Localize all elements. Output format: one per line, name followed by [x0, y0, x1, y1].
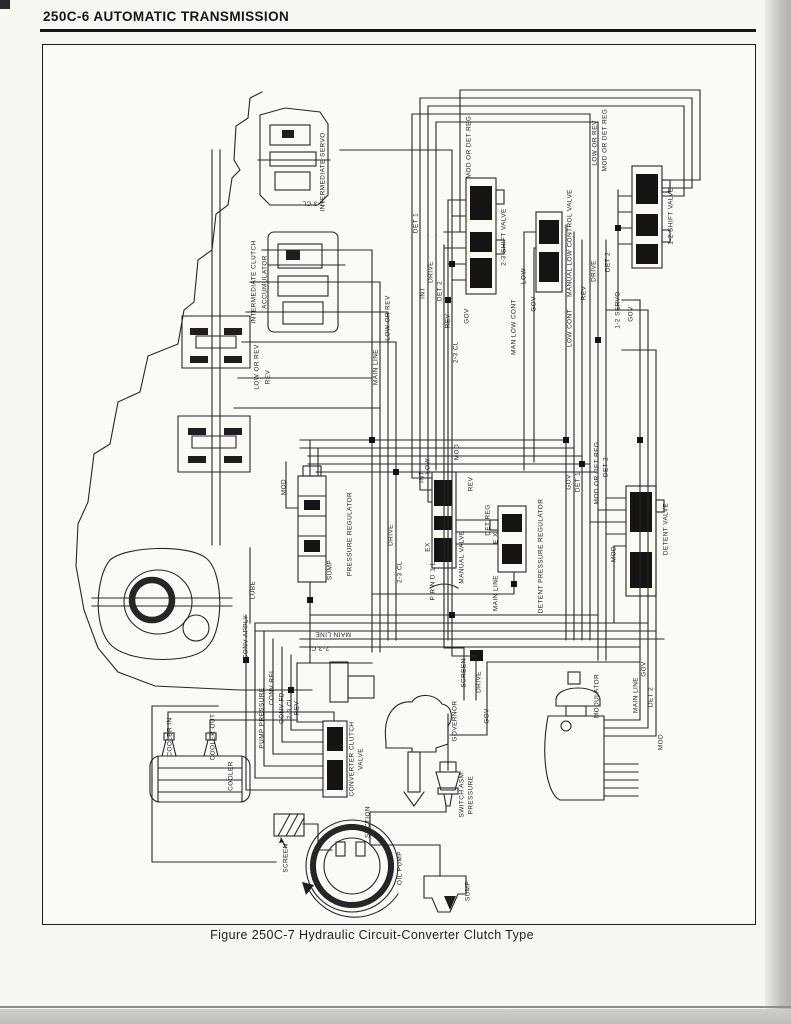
manual-low-control-valve — [535, 211, 563, 293]
modulator — [544, 671, 639, 801]
sump — [423, 875, 467, 913]
scan-edge-right — [765, 0, 791, 1024]
clutch-pack-blocks — [188, 328, 242, 463]
detent-pressure-regulator — [489, 505, 527, 573]
shift-valve-2-3 — [465, 177, 505, 295]
page-header: 250C-6 AUTOMATIC TRANSMISSION — [43, 9, 290, 24]
pipe-network — [151, 89, 701, 877]
oil-pump — [302, 819, 399, 918]
intermediate-servo — [257, 107, 331, 206]
aux-valve — [329, 661, 375, 703]
cooler — [149, 732, 251, 803]
shift-valve-1-2 — [631, 165, 671, 269]
intake-screen — [273, 813, 305, 849]
governor — [384, 694, 452, 807]
figure-caption: Figure 250C-7 Hydraulic Circuit-Converte… — [210, 928, 534, 942]
junction-orifices — [243, 225, 643, 693]
scan-corner-mark — [0, 0, 10, 9]
detent-valve — [625, 485, 665, 597]
torque-converter — [91, 547, 233, 660]
converter-clutch-valve — [322, 720, 348, 798]
transmission-case-outline — [75, 91, 313, 691]
scan-edge-bottom — [0, 1009, 791, 1024]
header-rule — [40, 29, 756, 32]
pressure-regulator-valve — [297, 465, 327, 583]
scan-edge-line — [0, 1006, 791, 1008]
